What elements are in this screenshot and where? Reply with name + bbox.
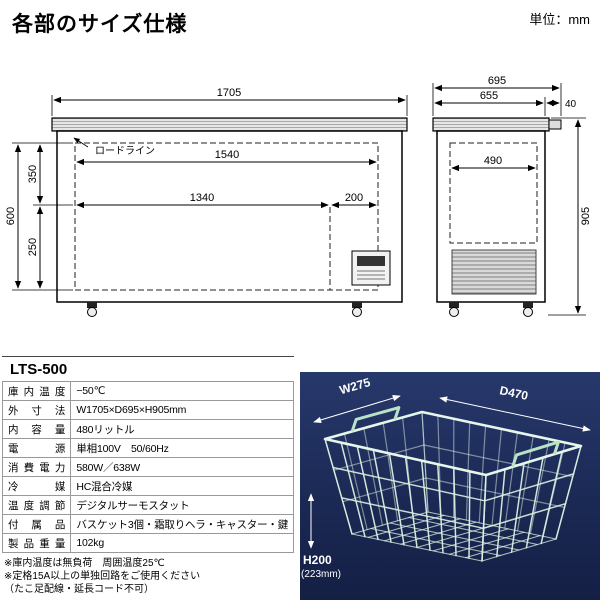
footnotes: ※庫内温度は無負荷 周囲温度25℃ ※定格15A以上の単独回路をご使用ください … [4,557,294,596]
spec-value: 102kg [70,533,294,553]
footnote: （たこ足配線・延長コード不可） [4,584,154,595]
compressor-unit [351,250,391,286]
basket-height-label: H200 [303,553,332,567]
spec-label: 温度調節 [1,495,72,515]
spec-value: デジタルサーモスタット [70,495,294,515]
dim-height-lower: 250 [27,238,39,256]
side-grille [451,249,537,295]
side-lid [432,117,550,132]
basket-height-sub-label: (223mm) [301,569,341,580]
dim-depth-overall: 695 [488,75,506,87]
dim-width-right: 200 [345,192,363,204]
unit-label: 単位：mm [529,12,590,27]
spec-label: 庫内温度 [1,381,72,401]
load-line-label: ロードライン [95,145,155,157]
table-row: 温度調節デジタルサーモスタット [1,495,294,515]
side-view-dimensions: 695 655 40 490 905 [432,75,592,316]
dim-width-inner: 1340 [190,192,214,204]
spec-value: 480リットル [70,419,294,439]
basket-depth-label: D470 [498,383,529,403]
dim-width-overall: 1705 [217,87,241,99]
dim-width-inner-top: 1540 [215,149,239,161]
spec-value: 単相100V 50/60Hz [70,438,294,458]
side-view [432,117,562,317]
spec-label: 外寸法 [1,400,72,420]
spec-label: 冷媒 [1,476,72,496]
caster-icon [523,302,533,317]
front-view-dimensions: 1705 ロードライン 1540 1340 200 350 250 600 [5,87,408,291]
spec-label: 付属品 [1,514,72,534]
basket-width-label: W275 [338,375,372,397]
front-lid [51,117,408,132]
dim-depth-back: 40 [565,99,577,110]
spec-value: W1705×D695×H905mm [70,400,294,420]
side-hinge [548,119,562,130]
dim-height-inner: 600 [5,207,17,225]
caster-icon [87,302,97,317]
caster-icon [449,302,459,317]
model-name: LTS-500 [10,361,68,378]
table-row: 電源単相100V 50/60Hz [1,438,294,458]
table-row: 付属品バスケット3個・霜取りヘラ・キャスター・鍵 [1,514,294,534]
side-inner-compartment [449,142,538,244]
dim-depth-inner: 490 [484,155,502,167]
dimension-drawing: 1705 ロードライン 1540 1340 200 350 250 600 [5,75,592,317]
spec-value: 580W／638W [70,457,294,477]
spec-value: HC混合冷媒 [70,476,294,496]
dim-height-overall: 905 [580,207,592,225]
basket-photo: W275 D470 H200 (223mm) [300,372,600,600]
footnote: ※定格15A以上の単独回路をご使用ください [4,571,201,582]
spec-label: 消費電力 [1,457,72,477]
basket-dimensions: W275 D470 H200 (223mm) [301,375,591,580]
caster-icon [352,302,362,317]
basket-photo-svg: W275 D470 H200 (223mm) [301,375,591,580]
dim-height-upper: 350 [27,165,39,183]
spec-value: −50℃ [70,381,294,401]
dim-depth-body: 655 [480,90,498,102]
page-title: 各部のサイズ仕様 [12,13,188,36]
spec-label: 電源 [1,438,72,458]
spec-label: 内容量 [1,419,72,439]
footnote: ※庫内温度は無負荷 周囲温度25℃ [4,558,165,569]
wire-basket [323,406,583,562]
spec-label: 製品重量 [1,533,72,553]
spec-value: バスケット3個・霜取りヘラ・キャスター・鍵 [70,514,294,534]
table-row: 庫内温度−50℃ [1,381,294,401]
